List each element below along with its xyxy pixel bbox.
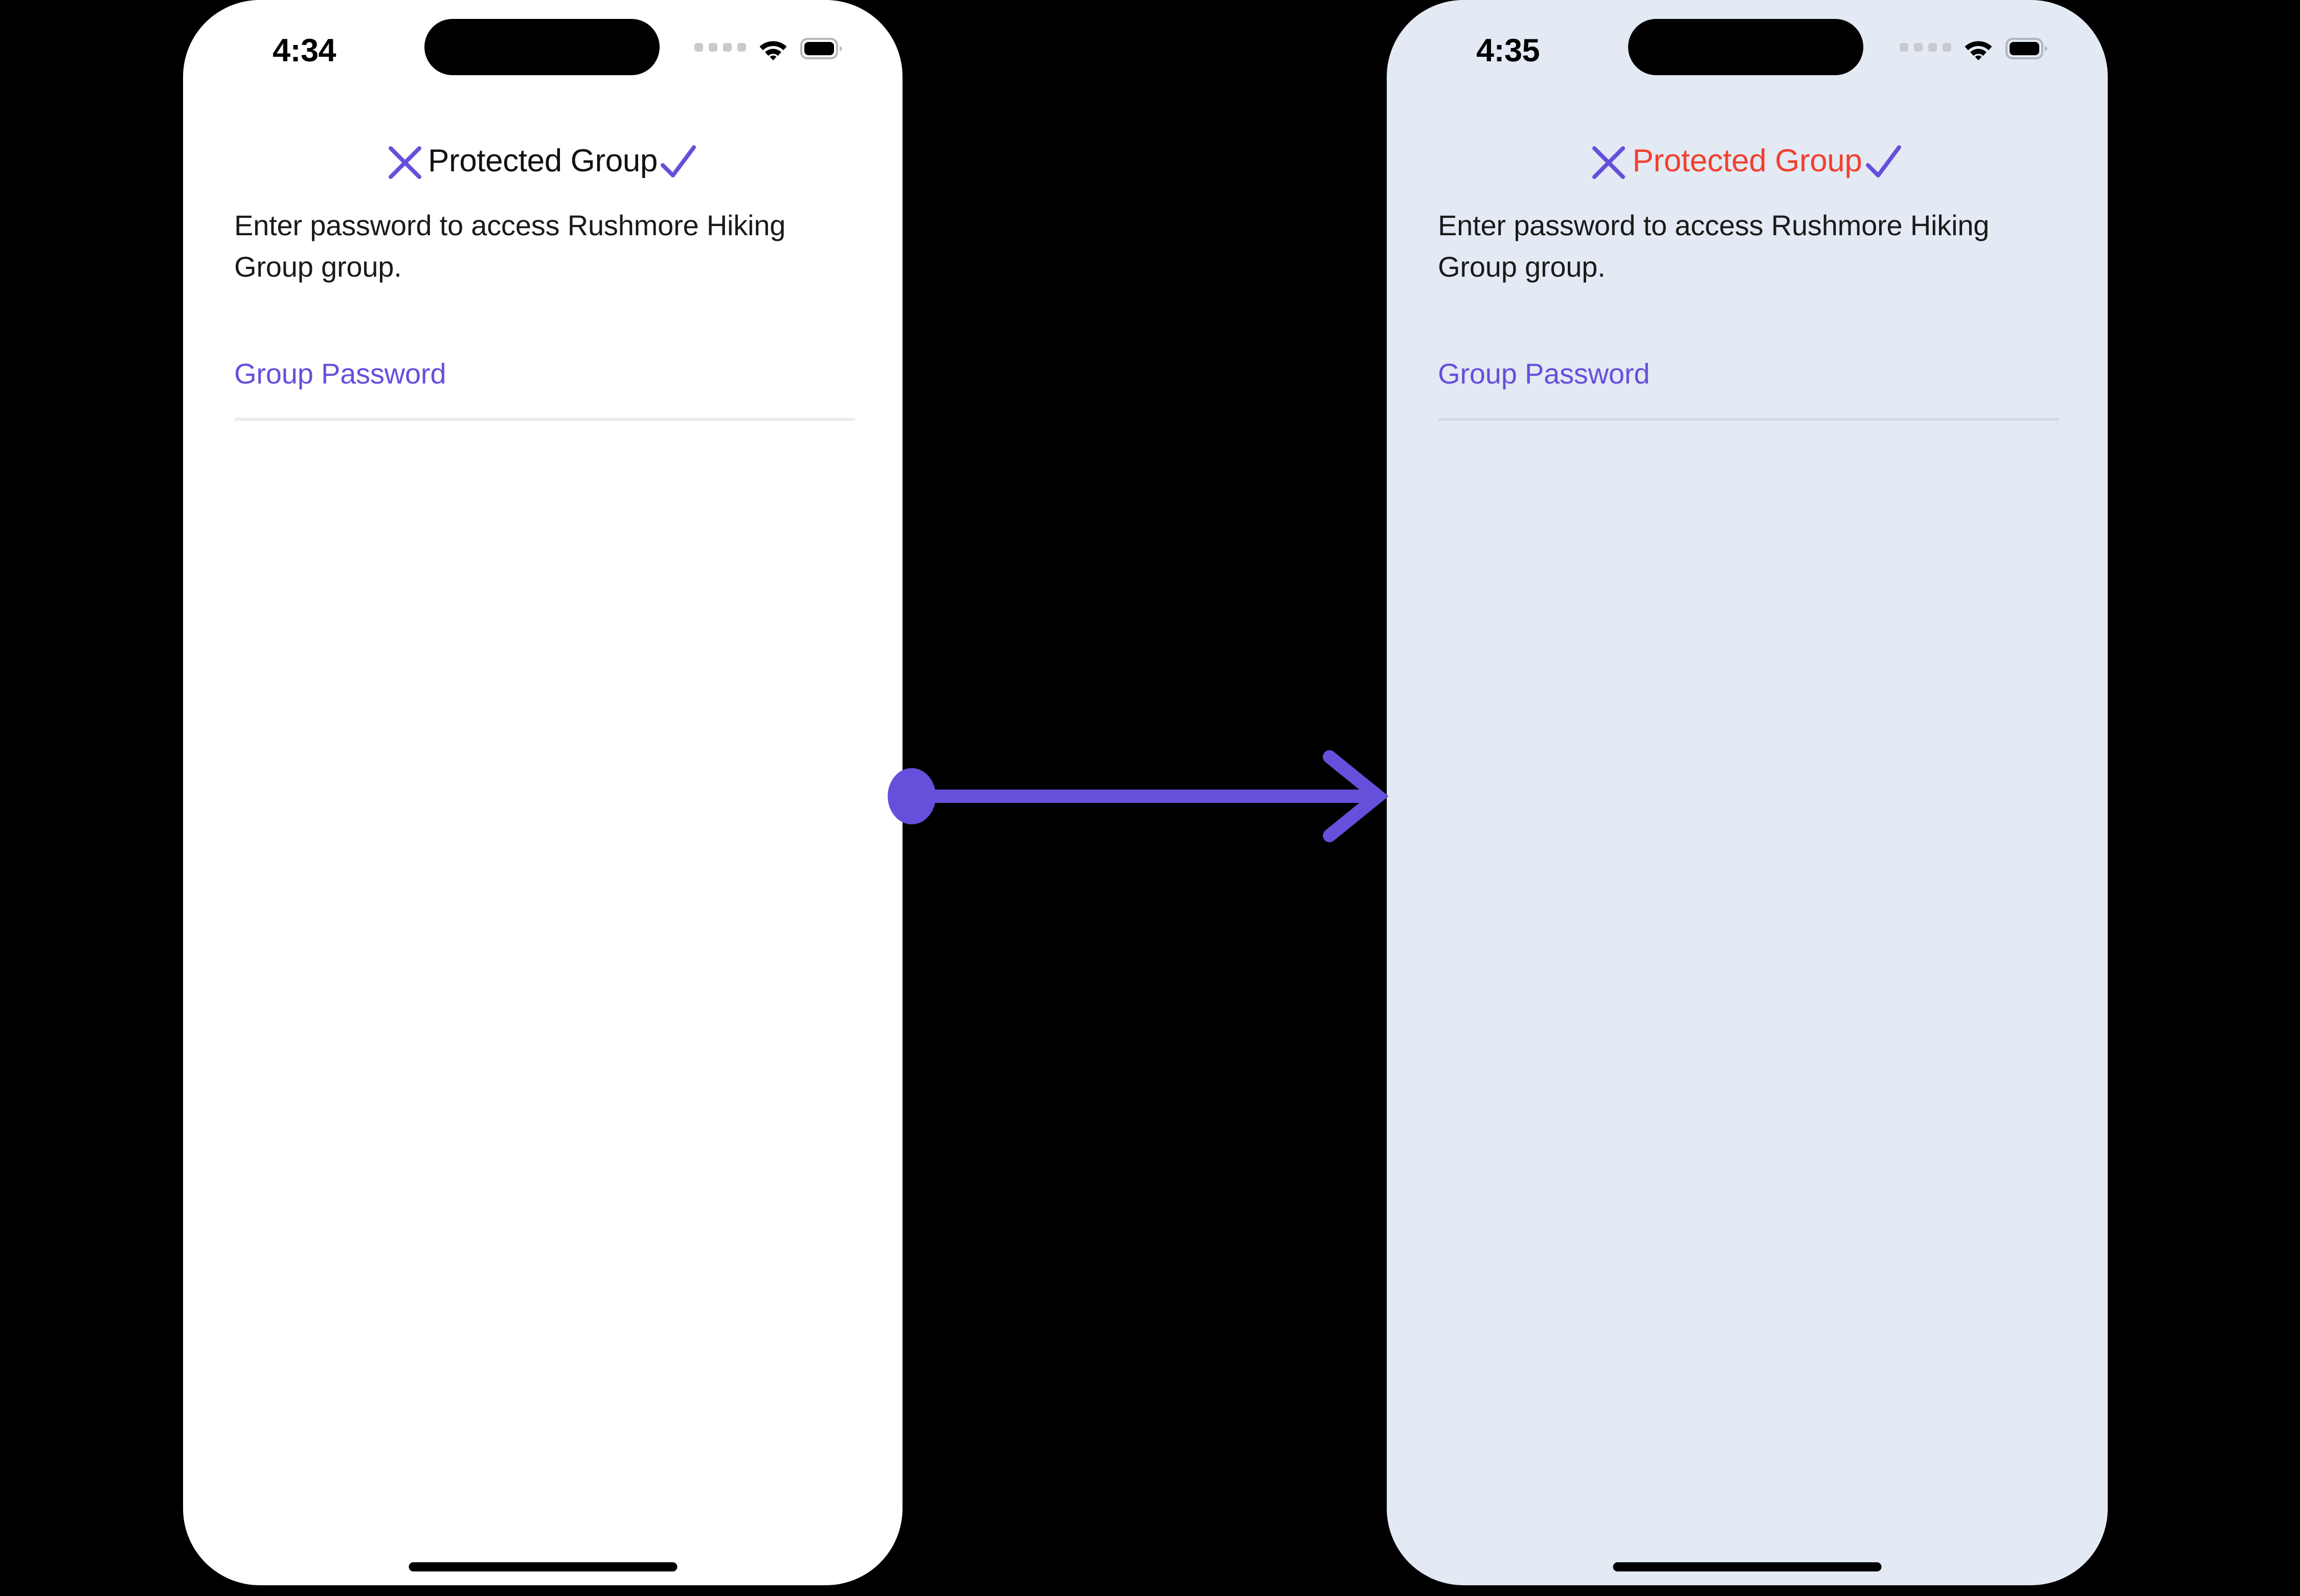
home-indicator[interactable] <box>1613 1562 1882 1571</box>
page-title: Protected Group <box>428 143 658 178</box>
status-time: 4:35 <box>1476 33 1540 69</box>
signal-dots-icon <box>1900 42 1951 55</box>
dynamic-island <box>1628 19 1863 75</box>
battery-full-icon <box>800 37 842 60</box>
nav-bar: Protected Group <box>1387 138 2108 199</box>
password-field-group[interactable]: Group Password <box>1438 357 2059 421</box>
password-field-label: Group Password <box>1438 357 1650 390</box>
wifi-icon <box>1963 37 1994 60</box>
screen-content: Enter password to access Rushmore Hiking… <box>234 205 855 421</box>
screen-content: Enter password to access Rushmore Hiking… <box>1438 205 2059 421</box>
signal-dots-icon <box>694 42 746 55</box>
status-indicators <box>1900 37 2047 60</box>
instruction-text: Enter password to access Rushmore Hiking… <box>1438 209 1990 283</box>
checkmark-icon[interactable] <box>657 141 699 183</box>
battery-full-icon <box>2005 37 2047 60</box>
nav-bar: Protected Group <box>183 138 903 199</box>
phone-screen-before: 4:34 <box>183 0 903 1585</box>
home-indicator[interactable] <box>409 1562 677 1571</box>
status-bar: 4:34 <box>183 0 903 92</box>
password-field-underline <box>1438 417 2059 421</box>
close-x-icon[interactable] <box>1590 144 1627 181</box>
dynamic-island <box>424 19 660 75</box>
password-field-underline <box>234 417 855 421</box>
status-time: 4:34 <box>273 33 336 69</box>
page-title: Protected Group <box>1632 143 1862 178</box>
close-x-icon[interactable] <box>387 144 423 181</box>
phone-screen-after: 4:35 <box>1387 0 2108 1585</box>
status-bar: 4:35 <box>1387 0 2108 92</box>
wifi-icon <box>757 37 789 60</box>
password-field-label: Group Password <box>234 357 446 390</box>
transition-arrow-icon <box>880 736 1422 859</box>
status-indicators <box>694 37 842 60</box>
instruction-text: Enter password to access Rushmore Hiking… <box>234 209 786 283</box>
checkmark-icon[interactable] <box>1862 141 1904 183</box>
password-field-group[interactable]: Group Password <box>234 357 855 421</box>
